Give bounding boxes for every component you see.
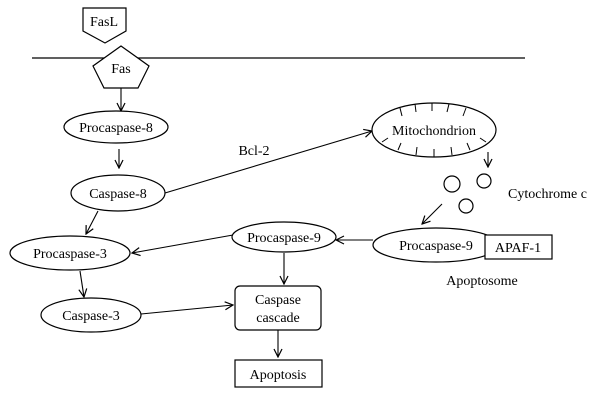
caspase3-node: Caspase-3 <box>40 297 142 333</box>
fasl-label: FasL <box>90 15 118 30</box>
apoptosome-label: Apoptosome <box>446 274 518 289</box>
procaspase3-node: Procaspase-3 <box>9 235 131 271</box>
procaspase8-label: Procaspase-8 <box>79 121 153 136</box>
procaspase3-label: Procaspase-3 <box>33 247 107 262</box>
fas-node: Fas <box>92 45 150 89</box>
procaspase9-node: Procaspase-9 <box>231 221 337 253</box>
cytochrome-c-label: Cytochrome c <box>508 187 587 202</box>
arrow-procaspase3-to-caspase3 <box>80 270 84 297</box>
caspase-cascade-label-line1: Caspase <box>255 293 301 308</box>
fas-label: Fas <box>111 62 130 77</box>
caspase-cascade-label-line2: cascade <box>256 311 300 326</box>
apoptosis-node: Apoptosis <box>234 359 323 388</box>
mitochondrion-cristae <box>381 103 487 157</box>
procaspase9-apoptosome-node: Procaspase-9 <box>372 227 500 263</box>
caspase8-label: Caspase-8 <box>89 187 147 202</box>
caspase3-label: Caspase-3 <box>62 309 120 324</box>
apaf1-node: APAF-1 <box>484 234 553 260</box>
procaspase9-right-label: Procaspase-9 <box>399 239 473 254</box>
mitochondrion-node: Mitochondrion <box>371 102 497 158</box>
arrow-procaspase9-to-procaspase3 <box>132 234 234 253</box>
caspase8-node: Caspase-8 <box>70 174 166 212</box>
apaf1-label: APAF-1 <box>495 241 541 256</box>
procaspase9-left-label: Procaspase-9 <box>247 231 321 246</box>
arrow-caspase8-to-mitochondrion <box>164 131 372 194</box>
arrow-cytochrome-c-to-procaspase9 <box>422 203 443 224</box>
cytochrome-c-molecules <box>443 173 492 214</box>
apoptosis-label: Apoptosis <box>250 368 307 383</box>
arrow-caspase8-to-procaspase3 <box>86 210 99 234</box>
arrow-caspase3-to-caspase-cascade <box>140 305 233 315</box>
mitochondrion-label: Mitochondrion <box>392 124 476 139</box>
caspase-cascade-node: Caspase cascade <box>234 285 322 331</box>
procaspase8-node: Procaspase-8 <box>63 110 169 144</box>
fasl-node: FasL <box>82 7 127 44</box>
bcl2-label: Bcl-2 <box>238 144 269 159</box>
